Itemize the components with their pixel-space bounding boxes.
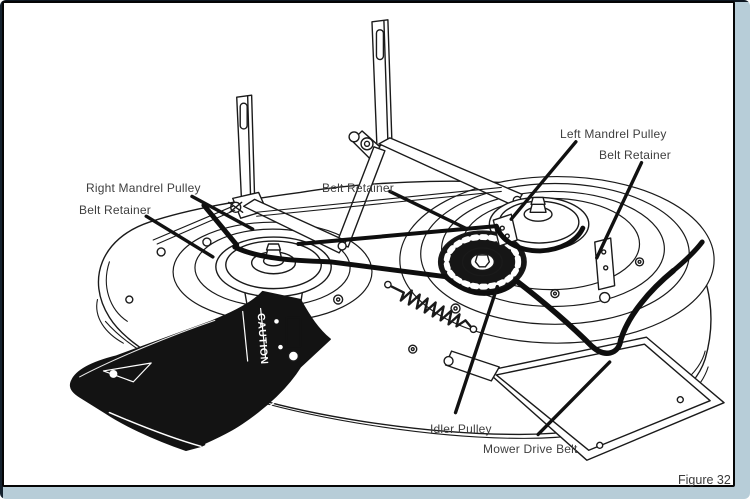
drive-belt-graphic (201, 202, 705, 356)
callout-idler-pulley: Idler Pulley (430, 422, 492, 436)
leader-lines (144, 140, 644, 437)
callout-belt-retainer-right: Belt Retainer (599, 148, 671, 162)
hanger-bracket-right (348, 19, 393, 160)
figure-caption: Figure 32 (678, 473, 731, 487)
hanger-bracket-left (228, 94, 268, 219)
idler-pulley-graphic (437, 230, 527, 294)
outer-edge-left (0, 0, 3, 499)
callout-belt-retainer-center: Belt Retainer (322, 181, 394, 195)
deck-bolts (125, 237, 645, 354)
callout-right-mandrel-pulley: Right Mandrel Pulley (86, 181, 201, 195)
callout-belt-retainer-left: Belt Retainer (79, 203, 151, 217)
caution-label: CAUTION (255, 313, 270, 365)
callout-mower-drive-belt: Mower Drive Belt (483, 442, 578, 456)
tension-spring-graphic (384, 280, 478, 334)
callout-left-mandrel-pulley: Left Mandrel Pulley (560, 127, 667, 141)
figure-frame: CAUTION (2, 1, 735, 487)
mower-deck-diagram: CAUTION (69, 19, 725, 461)
discharge-chute-graphic: CAUTION (69, 290, 331, 451)
